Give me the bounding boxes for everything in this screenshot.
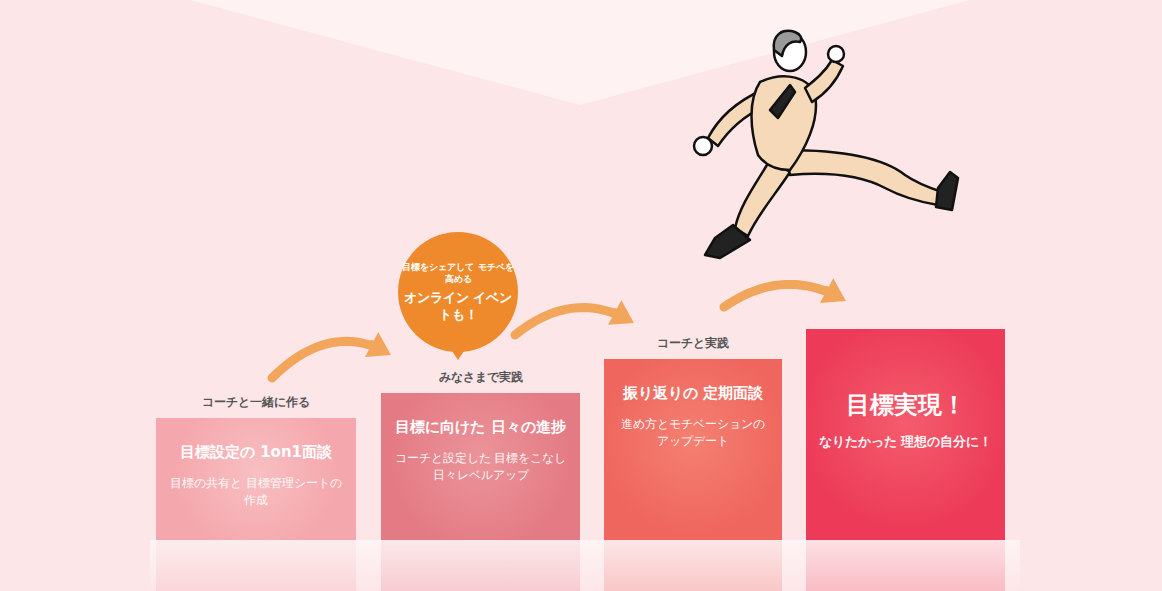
goal-title: 目標実現！: [846, 389, 966, 421]
callout-note: 目標をシェアして モチベを高める: [398, 262, 518, 285]
top-band: [190, 0, 970, 105]
goal-body: なりたかった 理想の自分に！: [809, 433, 1003, 452]
arrow-shaft: [515, 308, 624, 335]
reflections: [150, 540, 1020, 591]
process-box: コーチと一緒に作る目標設定の 1on1面談目標の共有と 目標管理シートの作成: [156, 418, 356, 540]
step-heading: コーチと一緒に作る: [156, 394, 356, 411]
arrow-head: [365, 332, 391, 357]
box-body: コーチと設定した 目標をこなし 日々レベルアップ: [381, 450, 580, 485]
process-box: みなさまで実践目標に向けた 日々の進捗コーチと設定した 目標をこなし 日々レベル…: [381, 393, 580, 540]
box-title: 目標に向けた 日々の進捗: [385, 417, 575, 438]
flow-arrow: [724, 278, 846, 307]
flow-arrow: [515, 300, 634, 335]
arrow-head: [820, 278, 846, 303]
flow-arrow: [272, 332, 391, 378]
box-body: 目標の共有と 目標管理シートの作成: [156, 475, 356, 510]
box-title: 目標設定の 1on1面談: [170, 442, 342, 463]
jumping-businessman: [694, 31, 958, 258]
arrow-shaft: [272, 341, 381, 378]
step-heading: コーチと実践: [604, 335, 782, 352]
callout-bubble: 目標をシェアして モチベを高めるオンライン イベントも！: [398, 232, 518, 352]
callout-title: オンライン イベントも！: [398, 290, 518, 324]
step-heading: みなさまで実践: [381, 369, 580, 386]
box-body: 進め方とモチベーションの アップデート: [604, 416, 782, 451]
process-box: コーチと実践振り返りの 定期面談進め方とモチベーションの アップデート: [604, 359, 782, 540]
goal-box: 目標実現！ なりたかった 理想の自分に！: [806, 329, 1005, 540]
arrow-shaft: [724, 284, 836, 307]
arrow-head: [608, 300, 634, 325]
box-title: 振り返りの 定期面談: [613, 383, 773, 404]
